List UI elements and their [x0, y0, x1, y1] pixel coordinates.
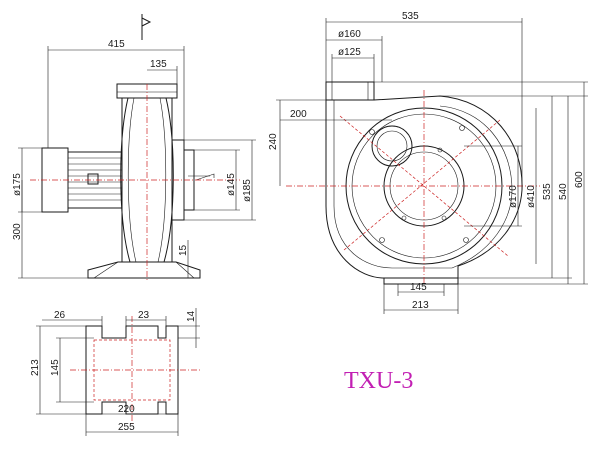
dim-145: 145	[50, 359, 61, 376]
dim-phi175: ø175	[12, 173, 23, 196]
dim-240: 240	[268, 133, 279, 150]
dim-23: 23	[138, 310, 150, 321]
dim-phi160: ø160	[338, 29, 361, 40]
dim-phi145: ø145	[226, 173, 237, 196]
dim-255: 255	[118, 422, 135, 433]
dim-535-top: 535	[402, 11, 419, 22]
dim-phi185: ø185	[242, 179, 253, 202]
dim-15: 15	[178, 244, 189, 256]
dim-213-base: 213	[412, 300, 429, 311]
dim-600: 600	[574, 171, 585, 188]
model-label: TXU-3	[344, 368, 413, 394]
dim-phi170: ø170	[508, 185, 519, 208]
dim-213: 213	[30, 359, 41, 376]
dim-phi410: ø410	[526, 185, 537, 208]
dim-phi125: ø125	[338, 47, 361, 58]
dim-535-right: 535	[542, 183, 553, 200]
base-plan-view: 26 23 14 213 145 220 255	[30, 308, 200, 436]
dim-540: 540	[558, 183, 569, 200]
dim-415: 415	[108, 39, 125, 50]
dim-26: 26	[54, 310, 66, 321]
side-view: 415 135 ø175 ø145 ø185 300 15	[12, 14, 256, 280]
dim-14: 14	[186, 310, 197, 322]
dim-200: 200	[290, 109, 307, 120]
dim-135: 135	[150, 59, 167, 70]
dim-300: 300	[12, 223, 23, 240]
front-view: 535 ø160 ø125 200 240 ø170 ø410 535 540 …	[268, 11, 588, 314]
dim-145-base: 145	[410, 282, 427, 293]
dim-220: 220	[118, 404, 135, 415]
